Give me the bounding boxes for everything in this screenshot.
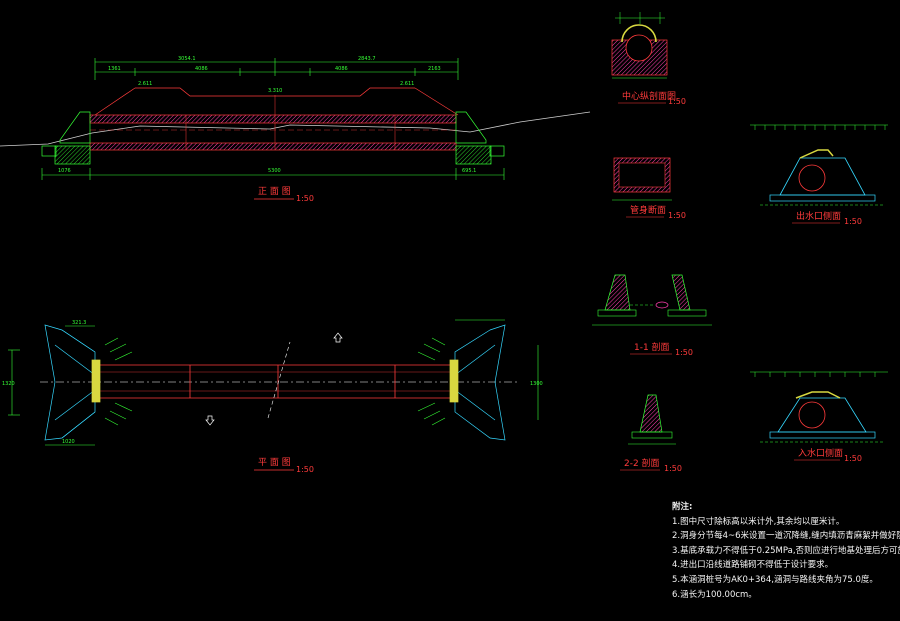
dim-sub-2: 4086	[195, 66, 208, 72]
elevation-view: 3054.1 2843.7 1361 4086 4086 2163 2.611 …	[0, 56, 591, 203]
center-section-caption: 中心纵剖面图	[622, 90, 676, 102]
dim-plan-right-height: 1300	[530, 381, 543, 387]
note-item: 4.进出口沿线道路铺砌不得低于设计要求。	[672, 560, 834, 571]
side-section-b-scale: 1:50	[844, 454, 862, 463]
note-item: 3.基底承载力不得低于0.25MPa,否则应进行地基处理后方可施工。	[672, 545, 900, 556]
flow-arrow-icon	[205, 415, 215, 426]
plan-dimensions	[8, 319, 539, 446]
center-section-view: 中心纵剖面图 1:50	[611, 12, 686, 106]
dim-sub-4: 2163	[428, 66, 441, 72]
elevation-bottom-dimensions	[41, 168, 505, 180]
side-section-a-view: 出水口侧面 1:50	[750, 124, 888, 226]
plan-view: 1320 1020 321.3 1300 平 面 图 1:50	[2, 319, 543, 474]
section-2-2-view: 2-2 剖面 1:50	[620, 394, 682, 473]
section-2-2-caption: 2-2 剖面	[624, 457, 660, 469]
dim-plan-top: 321.3	[72, 320, 86, 326]
dim-foot-left: 1076	[58, 168, 71, 174]
section-2-2-scale: 1:50	[664, 464, 682, 473]
side-section-b-view: 入水口侧面 1:50	[750, 371, 888, 463]
elev-label-left: 2.611	[138, 81, 152, 87]
plan-scale: 1:50	[296, 465, 314, 474]
headwall-right	[455, 111, 505, 165]
section-1-1-scale: 1:50	[675, 348, 693, 357]
pipe-section-scale: 1:50	[668, 211, 686, 220]
elevation-scale: 1:50	[296, 194, 314, 203]
wingwall-right-plan	[449, 324, 506, 441]
notes-title: 附注:	[672, 502, 693, 512]
note-item: 2.洞身分节每4~6米设置一道沉降缝,缝内填沥青麻絮并做好防水处理。	[672, 531, 900, 542]
dim-foot-right: 695.1	[462, 168, 476, 174]
ground-line	[0, 111, 591, 147]
pipe-section-view: 管身断面 1:50	[612, 157, 686, 220]
flow-arrow-icon	[333, 332, 343, 343]
plan-slope-hatching	[104, 337, 446, 426]
plan-caption: 平 面 图	[258, 457, 291, 468]
dim-sub-3: 4086	[335, 66, 348, 72]
section-1-1-view: 1-1 剖面 1:50	[592, 274, 712, 357]
note-item: 6.涵长为100.00cm。	[672, 589, 757, 600]
elevation-caption: 正 面 图	[258, 186, 291, 197]
section-1-1-caption: 1-1 剖面	[634, 341, 670, 353]
road-axis-skew	[267, 341, 291, 419]
pipe-section-caption: 管身断面	[630, 204, 666, 216]
dim-plan-height: 1320	[2, 381, 15, 387]
note-item: 1.图中尺寸除标高以米计外,其余均以厘米计。	[672, 516, 845, 527]
dim-total-bottom: 5300	[268, 168, 281, 174]
side-section-b-caption: 入水口侧面	[798, 447, 843, 459]
side-section-a-scale: 1:50	[844, 217, 862, 226]
culvert-pipe-elevation	[89, 95, 457, 151]
notes-block: 附注: 1.图中尺寸除标高以米计外,其余均以厘米计。 2.洞身分节每4~6米设置…	[672, 500, 900, 602]
culvert-pipe-plan	[100, 364, 452, 399]
wingwall-left-plan	[44, 324, 101, 441]
elev-label-right: 2.611	[400, 81, 414, 87]
dim-seg-left: 3054.1	[178, 56, 196, 62]
dim-seg-right: 2843.7	[358, 56, 376, 62]
dim-plan-bottom: 1020	[62, 439, 75, 445]
note-item: 5.本涵洞桩号为AK0+364,涵洞与路线夹角为75.0度。	[672, 574, 878, 585]
side-section-a-caption: 出水口侧面	[796, 210, 841, 222]
elevation-top-dimensions	[94, 58, 459, 80]
dim-sub-1: 1361	[108, 66, 121, 72]
headwall-left	[41, 111, 91, 165]
elev-label-mid: 3.310	[268, 88, 282, 94]
center-section-scale: 1:50	[668, 97, 686, 106]
